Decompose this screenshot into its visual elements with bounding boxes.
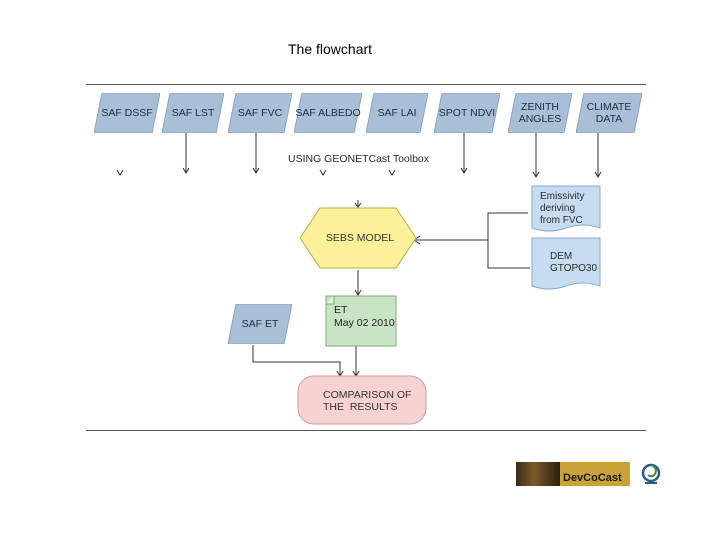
sebs-model-label: SEBS MODEL — [325, 232, 395, 244]
toolbox-note: USING GEONETCast Toolbox — [288, 153, 430, 165]
emissivity-label: Emissivity deriving from FVC — [540, 191, 585, 226]
devcocast-logo-text: DevCoCast — [563, 472, 622, 484]
input-saf-lst: SAF LST — [162, 93, 224, 133]
bottom-rule — [86, 430, 646, 431]
devcocast-logo: DevCoCast — [516, 462, 630, 486]
input-saf-fvc: SAF FVC — [228, 93, 292, 133]
arrow-safet-compare — [252, 345, 341, 375]
et-label: ET May 02 2010 — [334, 304, 395, 329]
output-saf-et: SAF ET — [228, 304, 292, 344]
slide-title: The flowchart — [288, 41, 373, 57]
dem-label: DEM GTOPO30 — [550, 251, 598, 274]
sebs-model-hexagon — [299, 207, 417, 269]
input-saf-lai: SAF LAI — [366, 93, 428, 133]
input-saf-albedo: SAF ALBEDO — [294, 93, 362, 133]
doc-bracket — [487, 212, 530, 269]
input-zenith-angles: ZENITH ANGLES — [508, 93, 572, 133]
emissivity-document — [531, 185, 601, 232]
top-rule — [86, 84, 646, 85]
eye-image — [516, 462, 560, 486]
comparison-label: COMPARISON OF THE RESULTS — [323, 389, 412, 413]
comparison-box — [297, 375, 427, 425]
et-box — [325, 295, 397, 347]
input-climate-data: CLIMATE DATA — [576, 93, 642, 133]
input-spot-ndvi: SPOT NDVI — [434, 93, 500, 133]
input-saf-dssf: SAF DSSF — [94, 93, 160, 133]
dem-document — [531, 237, 601, 290]
swirl-logo-icon — [640, 462, 662, 486]
